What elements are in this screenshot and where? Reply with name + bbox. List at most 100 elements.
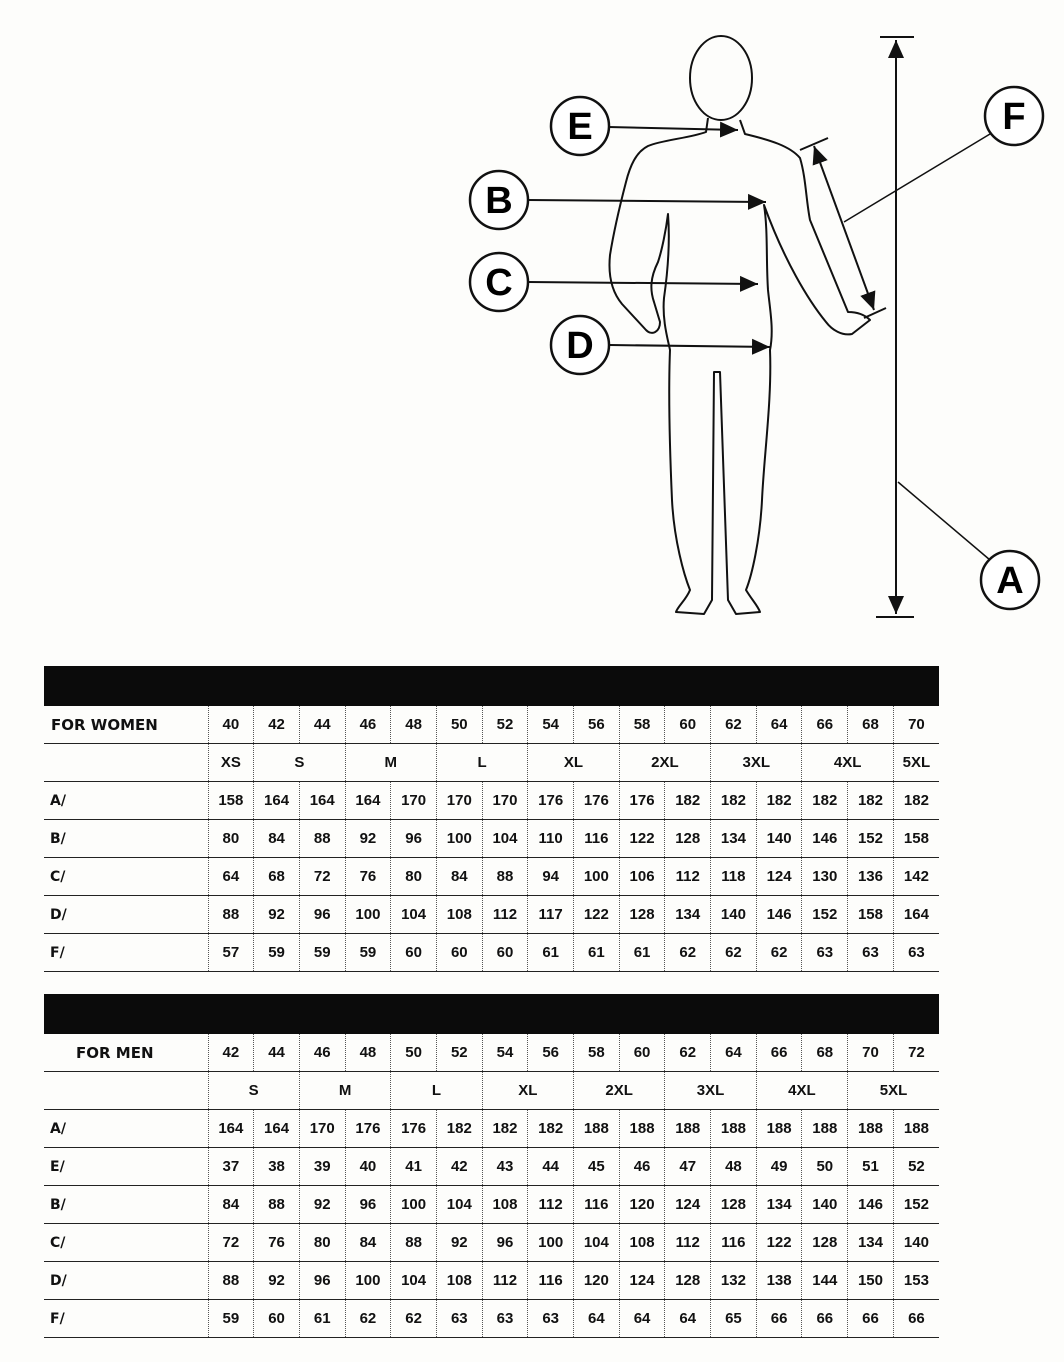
men-eu-size-cell: 70 bbox=[847, 1034, 894, 1072]
women-eu-size-cell: 58 bbox=[618, 706, 665, 744]
women-measurement-cell: 164 bbox=[253, 781, 300, 820]
men-measurement-cell: 188 bbox=[892, 1109, 939, 1148]
sleeve-top-tick bbox=[799, 137, 829, 151]
men-measurement-cell: 42 bbox=[435, 1147, 483, 1186]
men-measurement-cell: 188 bbox=[618, 1109, 665, 1148]
men-eu-size-cell: 46 bbox=[298, 1034, 346, 1072]
women-measurement-cell: 68 bbox=[253, 857, 300, 896]
women-measurement-cell: 176 bbox=[618, 781, 665, 820]
men-measurement-cell: 112 bbox=[527, 1185, 574, 1224]
men-measurement-cell: 51 bbox=[847, 1147, 894, 1186]
women-measurement-cell: 170 bbox=[435, 781, 483, 820]
women-letter-size-cell: XL bbox=[527, 743, 620, 782]
men-measurement-cell: 152 bbox=[892, 1185, 939, 1224]
men-measurement-cell: 150 bbox=[847, 1261, 894, 1300]
women-eu-size-cell: 40 bbox=[207, 706, 254, 744]
svg-text:A: A bbox=[996, 560, 1023, 602]
women-measurement-cell: 158 bbox=[207, 781, 254, 820]
men-measurement-cell: 60 bbox=[253, 1299, 300, 1338]
women-measurement-cell: 84 bbox=[253, 819, 300, 858]
men-measurement-cell: 128 bbox=[664, 1261, 711, 1300]
women-eu-size-cell: 46 bbox=[344, 706, 391, 744]
men-letter-size-cell: L bbox=[390, 1071, 483, 1110]
men-measurement-cell: 64 bbox=[618, 1299, 665, 1338]
women-measurement-cell: 182 bbox=[892, 781, 939, 820]
men-measurement-cell: 188 bbox=[573, 1109, 620, 1148]
men-eu-size-cell: 60 bbox=[618, 1034, 665, 1072]
women-measurement-cell: 100 bbox=[435, 819, 483, 858]
men-measurement-cell: 84 bbox=[344, 1223, 391, 1262]
women-measurement-cell: 118 bbox=[710, 857, 757, 896]
women-eu-size-cell: 60 bbox=[664, 706, 711, 744]
men-measurement-cell: 104 bbox=[573, 1223, 620, 1262]
men-measurement-cell: 46 bbox=[618, 1147, 665, 1186]
men-measurement-cell: 124 bbox=[618, 1261, 665, 1300]
women-measurement-cell: 80 bbox=[207, 819, 254, 858]
men-measurement-cell: 61 bbox=[298, 1299, 346, 1338]
women-measurement-cell: 134 bbox=[664, 895, 711, 934]
women-measurement-cell: 100 bbox=[344, 895, 391, 934]
men-eu-size-cell: 42 bbox=[207, 1034, 254, 1072]
men-measurement-cell: 100 bbox=[344, 1261, 391, 1300]
men-measurement-cell: 88 bbox=[390, 1223, 437, 1262]
women-measurement-cell: 170 bbox=[390, 781, 437, 820]
men-measurement-label: B/ bbox=[44, 1185, 208, 1224]
men-measurement-cell: 170 bbox=[298, 1109, 346, 1148]
women-measurement-cell: 100 bbox=[573, 857, 620, 896]
men-measurement-cell: 66 bbox=[801, 1299, 848, 1338]
men-measurement-cell: 63 bbox=[435, 1299, 483, 1338]
men-measurement-cell: 62 bbox=[390, 1299, 437, 1338]
men-measurement-cell: 65 bbox=[710, 1299, 757, 1338]
men-letter-size-cell: S bbox=[207, 1071, 300, 1110]
men-measurement-cell: 92 bbox=[435, 1223, 483, 1262]
women-measurement-cell: 72 bbox=[298, 857, 346, 896]
men-measurement-cell: 64 bbox=[573, 1299, 620, 1338]
women-measurement-cell: 152 bbox=[801, 895, 848, 934]
women-measurement-cell: 182 bbox=[801, 781, 848, 820]
men-measurement-label: D/ bbox=[44, 1261, 208, 1300]
women-measurement-cell: 96 bbox=[298, 895, 346, 934]
men-measurement-cell: 108 bbox=[481, 1185, 528, 1224]
men-eu-size-cell: 50 bbox=[390, 1034, 437, 1072]
women-measurement-cell: 62 bbox=[664, 933, 711, 972]
men-measurement-cell: 59 bbox=[207, 1299, 254, 1338]
men-measurement-cell: 38 bbox=[253, 1147, 300, 1186]
men-measurement-cell: 124 bbox=[664, 1185, 711, 1224]
women-eu-size-cell: 42 bbox=[253, 706, 300, 744]
women-measurement-cell: 112 bbox=[481, 895, 528, 934]
women-measurement-cell: 136 bbox=[847, 857, 894, 896]
men-measurement-cell: 92 bbox=[298, 1185, 346, 1224]
women-eu-size-cell: 48 bbox=[390, 706, 437, 744]
men-eu-size-cell: 68 bbox=[801, 1034, 848, 1072]
women-measurement-cell: 60 bbox=[390, 933, 437, 972]
men-measurement-cell: 72 bbox=[207, 1223, 254, 1262]
women-measurement-cell: 84 bbox=[435, 857, 483, 896]
men-eu-size-cell: 72 bbox=[892, 1034, 939, 1072]
label-b: B bbox=[468, 169, 530, 231]
women-eu-size-cell: 44 bbox=[298, 706, 346, 744]
men-measurement-cell: 120 bbox=[618, 1185, 665, 1224]
women-eu-size-cell: 68 bbox=[847, 706, 894, 744]
men-measurement-cell: 140 bbox=[801, 1185, 848, 1224]
women-measurement-cell: 61 bbox=[618, 933, 665, 972]
women-letter-size-label-cell bbox=[44, 743, 208, 782]
women-letter-size-cell: S bbox=[253, 743, 346, 782]
men-measurement-cell: 88 bbox=[207, 1261, 254, 1300]
women-eu-size-cell: 66 bbox=[801, 706, 848, 744]
women-measurement-cell: 182 bbox=[755, 781, 802, 820]
women-measurement-cell: 146 bbox=[801, 819, 848, 858]
men-measurement-cell: 37 bbox=[207, 1147, 254, 1186]
men-measurement-cell: 100 bbox=[527, 1223, 574, 1262]
men-letter-size-cell: 2XL bbox=[572, 1071, 665, 1110]
men-letter-size-cell: 3XL bbox=[664, 1071, 757, 1110]
